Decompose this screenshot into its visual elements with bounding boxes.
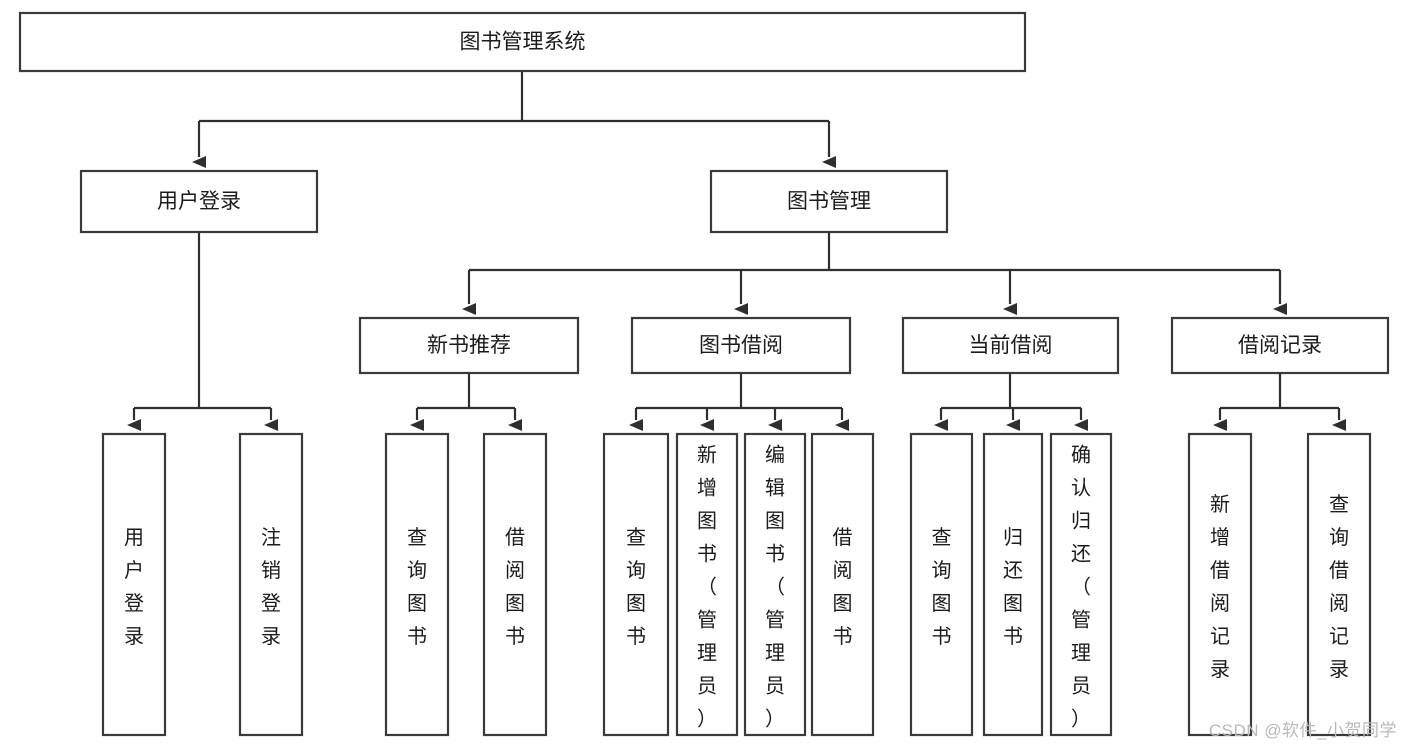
- leaf-node-leaf-logout-box[interactable]: [238, 432, 304, 737]
- leaf-node-leaf-add-record-box[interactable]: [1187, 432, 1253, 737]
- node-book-borrow-label: 图书借阅: [699, 334, 783, 357]
- leaf-node-leaf-edit-book-label: 编辑图书（管理员）: [765, 444, 785, 731]
- edge-group-borrow-record-to-leaves: [1213, 373, 1346, 431]
- edge-group-root-to-level2: [192, 71, 836, 168]
- leaf-node-leaf-add-book[interactable]: 新增图书（管理员）: [675, 432, 739, 737]
- leaf-node-leaf-borrow-book-box[interactable]: [810, 432, 875, 737]
- leaf-node-leaf-query-book-cur-box[interactable]: [909, 432, 974, 737]
- leaf-node-leaf-confirm-return-box[interactable]: [1049, 432, 1113, 737]
- node-user-login[interactable]: 用户登录: [79, 169, 319, 234]
- leaf-node-leaf-return-book-box[interactable]: [982, 432, 1044, 737]
- node-new-book-rec-box[interactable]: [358, 316, 580, 375]
- leaf-node-leaf-add-record-label: 新增借阅记录: [1210, 493, 1230, 681]
- node-book-manage[interactable]: 图书管理: [709, 169, 949, 234]
- leaf-node-leaf-query-book-rec[interactable]: 查询图书: [384, 432, 450, 737]
- leaf-node-leaf-borrow-book-rec-box[interactable]: [482, 432, 548, 737]
- node-current-borrow-label: 当前借阅: [969, 334, 1053, 357]
- edge-group-current-borrow-to-leaves: [934, 373, 1088, 431]
- watermark-label: CSDN @软件_小贺同学: [1208, 721, 1397, 740]
- node-borrow-record[interactable]: 借阅记录: [1170, 316, 1390, 375]
- leaf-node-leaf-borrow-book-rec[interactable]: 借阅图书: [482, 432, 548, 737]
- edge-group-level2-to-level3: [462, 232, 1287, 315]
- node-root-label: 图书管理系统: [460, 31, 586, 54]
- node-borrow-record-label: 借阅记录: [1238, 334, 1322, 357]
- leaf-node-leaf-query-book-rec-box[interactable]: [384, 432, 450, 737]
- node-root-box[interactable]: [18, 11, 1027, 73]
- nodes-layer: 图书管理系统用户登录图书管理新书推荐图书借阅当前借阅借阅记录用户登录注销登录查询…: [18, 11, 1390, 737]
- leaf-node-leaf-user-login-label: 用户登录: [124, 527, 144, 648]
- node-book-borrow[interactable]: 图书借阅: [630, 316, 852, 375]
- leaf-node-leaf-return-book-label: 归还图书: [1003, 526, 1023, 648]
- node-new-book-rec[interactable]: 新书推荐: [358, 316, 580, 375]
- node-current-borrow[interactable]: 当前借阅: [901, 316, 1120, 375]
- edge-group-user-login-to-leaves: [127, 232, 278, 431]
- node-book-manage-box[interactable]: [709, 169, 949, 234]
- leaf-node-leaf-return-book[interactable]: 归还图书: [982, 432, 1044, 737]
- node-new-book-rec-label: 新书推荐: [427, 334, 511, 357]
- leaf-node-leaf-add-book-box[interactable]: [675, 432, 739, 737]
- leaf-node-leaf-logout-label: 注销登录: [261, 526, 281, 648]
- leaf-node-leaf-edit-book-box[interactable]: [743, 432, 807, 737]
- node-book-manage-label: 图书管理: [787, 190, 871, 213]
- leaf-node-leaf-query-book-cur[interactable]: 查询图书: [909, 432, 974, 737]
- leaf-node-leaf-query-record-label: 查询借阅记录: [1329, 493, 1349, 681]
- node-root[interactable]: 图书管理系统: [18, 11, 1027, 73]
- leaf-node-leaf-query-record[interactable]: 查询借阅记录: [1306, 432, 1372, 737]
- leaf-node-leaf-borrow-book[interactable]: 借阅图书: [810, 432, 875, 737]
- leaf-node-leaf-query-book-rec-label: 查询图书: [407, 526, 427, 648]
- edges-layer: [127, 71, 1346, 431]
- leaf-node-leaf-add-book-label: 新增图书（管理员）: [697, 444, 717, 731]
- leaf-node-leaf-add-record[interactable]: 新增借阅记录: [1187, 432, 1253, 737]
- leaf-node-leaf-query-book-cur-label: 查询图书: [932, 526, 952, 648]
- node-borrow-record-box[interactable]: [1170, 316, 1390, 375]
- leaf-node-leaf-user-login-box[interactable]: [101, 432, 167, 737]
- leaf-node-leaf-borrow-book-rec-label: 借阅图书: [505, 526, 525, 648]
- node-user-login-box[interactable]: [79, 169, 319, 234]
- node-current-borrow-box[interactable]: [901, 316, 1120, 375]
- node-book-borrow-box[interactable]: [630, 316, 852, 375]
- leaf-node-leaf-query-book-borrow-box[interactable]: [602, 432, 670, 737]
- edge-group-new-book-rec-to-leaves: [410, 373, 522, 431]
- leaf-node-leaf-query-record-box[interactable]: [1306, 432, 1372, 737]
- leaf-node-leaf-confirm-return-label: 确认归还（管理员）: [1071, 444, 1091, 731]
- leaf-node-leaf-user-login[interactable]: 用户登录: [101, 432, 167, 737]
- leaf-node-leaf-borrow-book-label: 借阅图书: [833, 526, 853, 648]
- leaf-node-leaf-confirm-return[interactable]: 确认归还（管理员）: [1049, 432, 1113, 737]
- node-user-login-label: 用户登录: [157, 190, 241, 213]
- leaf-node-leaf-edit-book[interactable]: 编辑图书（管理员）: [743, 432, 807, 737]
- leaf-node-leaf-query-book-borrow[interactable]: 查询图书: [602, 432, 670, 737]
- leaf-node-leaf-logout[interactable]: 注销登录: [238, 432, 304, 737]
- leaf-node-leaf-query-book-borrow-label: 查询图书: [626, 526, 646, 648]
- edge-group-book-borrow-to-leaves: [629, 373, 849, 431]
